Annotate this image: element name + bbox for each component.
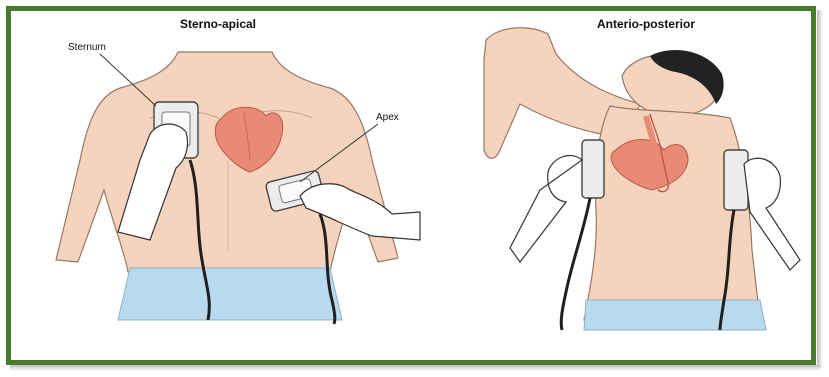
anterio-posterior-panel: Anterio-posterior <box>484 17 800 330</box>
sterno-apical-title: Sterno-apical <box>180 17 256 31</box>
front-torso <box>56 52 398 272</box>
front-cloth <box>118 268 342 320</box>
sterno-apical-panel: Sterno-apical Sternum Apex <box>56 17 420 324</box>
anterior-paddle <box>582 140 604 198</box>
posterior-paddle <box>724 150 748 210</box>
sternum-label: Sternum <box>68 42 106 53</box>
back-cloth <box>584 300 766 330</box>
apex-label: Apex <box>376 112 399 123</box>
anterio-posterior-title: Anterio-posterior <box>597 17 695 31</box>
anterior-hand <box>510 156 582 262</box>
